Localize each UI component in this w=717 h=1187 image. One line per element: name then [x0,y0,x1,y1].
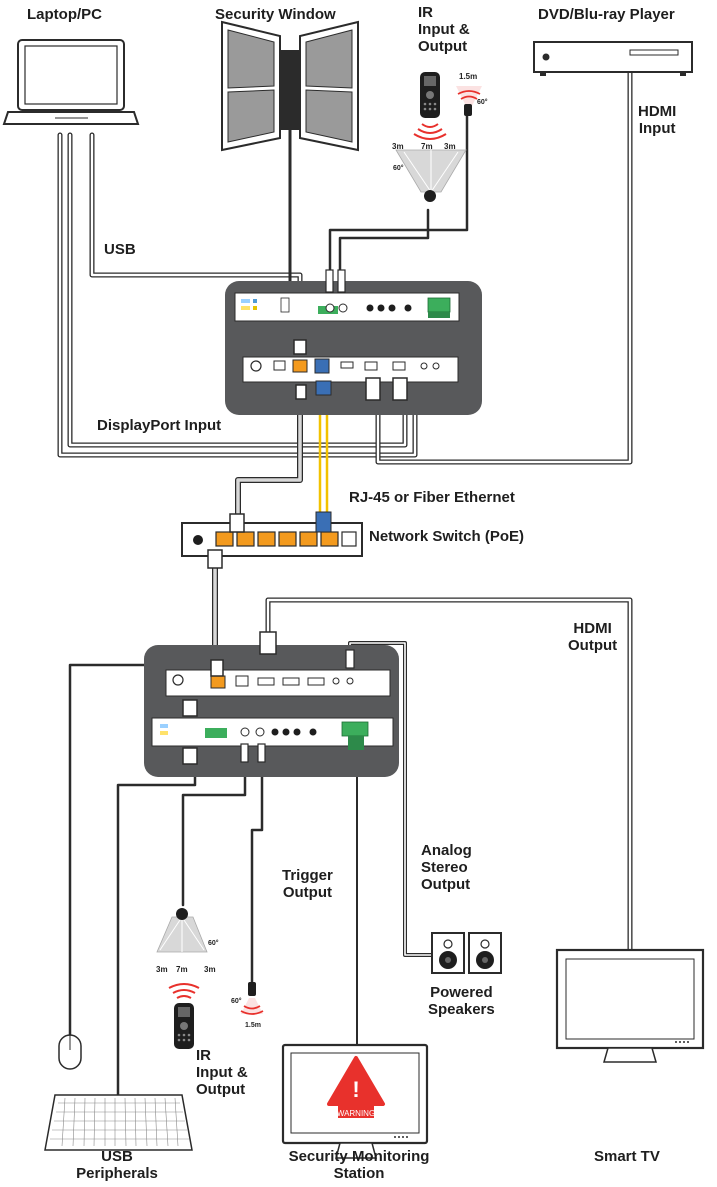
label-security-station: Security Monitoring Station [288,1148,430,1182]
ir-top-distance: 1.5m [459,72,477,81]
ir-top-right-range: 3m [444,142,456,151]
ir-receiver-cable-bottom [181,758,247,907]
mouse-icon [58,1034,82,1070]
label-analog-stereo: Analog Stereo Output [421,842,472,893]
label-usb: USB [104,241,136,258]
cables [57,67,633,1097]
ir-emitter-cable-bottom [250,758,264,987]
ir-top-emit-angle: 60° [477,98,488,106]
laptop-icon [2,39,140,125]
keyboard-cable [116,768,197,1097]
ir-receiver-icon-bottom [176,908,188,920]
dvd-player-icon [533,41,693,76]
receiver-unit [144,631,399,777]
label-laptop: Laptop/PC [27,6,102,23]
label-security-window: Security Window [215,6,336,23]
ir-bottom-right-range: 3m [204,965,216,974]
ir-top-recv-angle: 60° [393,164,404,172]
smart-tv-icon [555,948,705,1063]
label-dvd: DVD/Blu-ray Player [538,6,675,23]
keyboard-icon [44,1094,193,1151]
label-smart-tv: Smart TV [594,1148,660,1165]
label-hdmi-output: HDMI Output [568,620,618,654]
ir-emitter-cable-top [328,108,469,287]
warning-text: WARNING [337,1109,375,1118]
ir-top-center-range: 7m [421,142,433,151]
warning-symbol: ! [352,1077,359,1102]
ir-remote-icon-bottom [168,983,200,1049]
label-ir-top: IR Input & Output [418,4,470,55]
powered-speakers-icon [431,932,502,974]
label-powered-speakers: Powered Speakers [428,984,495,1018]
ir-bottom-emit-angle: 60° [231,997,242,1005]
label-usb-peripherals: USB Peripherals [76,1148,158,1182]
ir-emitter-icon-bottom [240,982,264,1015]
ir-bottom-left-range: 3m [156,965,168,974]
switch-ports [215,531,357,547]
ir-receiver-cone-top [395,149,467,202]
network-switch-icon [181,511,363,569]
ir-receiver-icon-top [424,190,436,202]
label-trigger-output: Trigger Output [282,867,333,901]
label-network-switch: Network Switch (PoE) [369,528,525,545]
ir-receiver-cable-top [338,208,430,287]
ir-receiver-cone-bottom [156,908,208,953]
ir-remote-icon-top [413,72,447,140]
label-displayport-input: DisplayPort Input [97,417,222,434]
transmitter-unit [225,269,482,415]
label-hdmi-input: HDMI Input [638,103,677,137]
ir-bottom-distance: 1.5m [245,1022,261,1029]
label-ir-bottom: IR Input & Output [196,1047,248,1098]
ir-top-left-range: 3m [392,142,404,151]
security-monitor-icon [281,1043,429,1159]
ir-bottom-center-range: 7m [176,965,188,974]
security-window-icon [221,20,359,152]
label-rj45-fiber: RJ-45 or Fiber Ethernet [349,489,515,506]
ir-emitter-icon-top [456,86,482,116]
ir-bottom-recv-angle: 60° [208,939,219,947]
